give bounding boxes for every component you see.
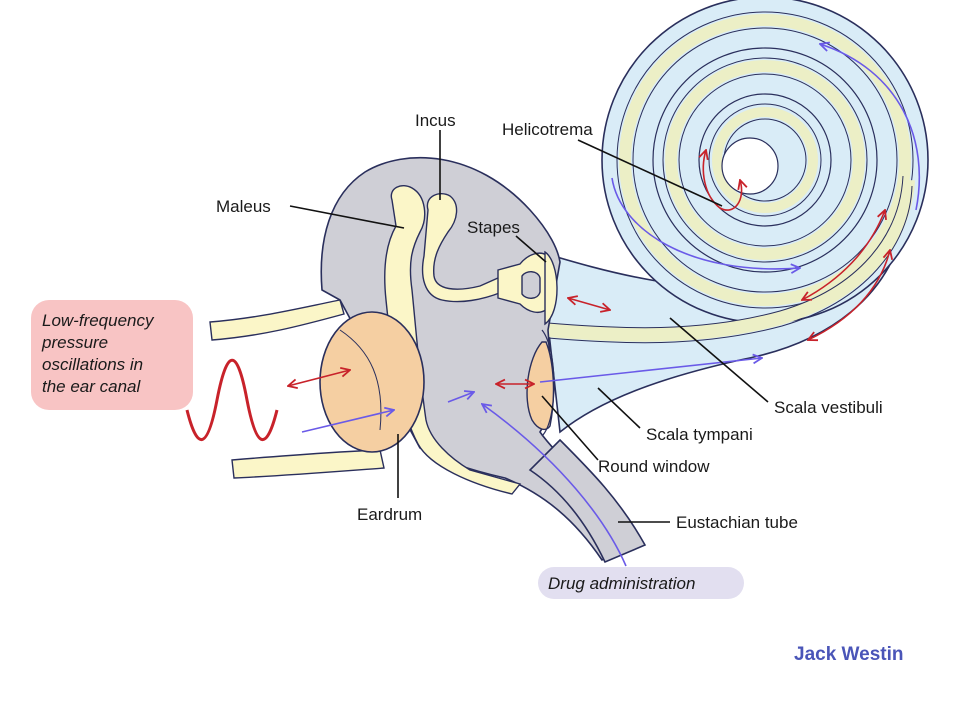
- incus: [421, 192, 503, 303]
- ossicles: [384, 184, 558, 495]
- purple-arrow-spiral-lower: [611, 177, 800, 269]
- round-window: [526, 341, 555, 431]
- eardrum: [319, 311, 425, 453]
- leader-lines: [289, 130, 769, 523]
- label-helicotrema: Helicotrema: [502, 120, 593, 139]
- label-eardrum: Eardrum: [357, 505, 422, 524]
- label-scala-tympani: Scala tympani: [646, 425, 753, 444]
- purple-arrow-canal: [301, 410, 394, 433]
- drug-administration-text: Drug administration: [548, 574, 695, 593]
- purple-arrows: [301, 44, 920, 567]
- basilar-membrane: [547, 179, 915, 342]
- callout-line-1: Low-frequency: [42, 311, 155, 330]
- red-arrow-oval-window: [568, 298, 610, 310]
- pressure-wave: [185, 359, 279, 441]
- label-maleus: Maleus: [216, 197, 271, 216]
- red-arrows: [288, 150, 890, 386]
- purple-arrow-eustachian: [482, 404, 627, 567]
- callout-line-2: pressure: [41, 333, 108, 352]
- purple-arrow-spiral-outer: [820, 44, 920, 211]
- label-scala-vestibuli: Scala vestibuli: [774, 398, 883, 417]
- ear-canal-callout: Low-frequency pressure oscillations in t…: [31, 300, 193, 410]
- label-stapes: Stapes: [467, 218, 520, 237]
- red-arrow-helicotrema: [703, 150, 741, 211]
- purple-arrow-scala: [539, 358, 762, 383]
- red-arrow-eardrum: [288, 370, 350, 386]
- drug-administration-callout: Drug administration: [538, 567, 744, 599]
- ear-canal: [209, 299, 385, 479]
- callout-line-3: oscillations in: [42, 355, 143, 374]
- callout-line-4: the ear canal: [42, 377, 142, 396]
- label-round-window: Round window: [598, 457, 710, 476]
- brand-logo-text: Jack Westin: [794, 644, 903, 665]
- red-arrow-spiral-mid: [802, 210, 885, 300]
- cochlea: [539, 0, 929, 434]
- label-eustachian-tube: Eustachian tube: [676, 513, 798, 532]
- purple-arrow-cavity: [447, 392, 474, 403]
- label-incus: Incus: [415, 111, 456, 130]
